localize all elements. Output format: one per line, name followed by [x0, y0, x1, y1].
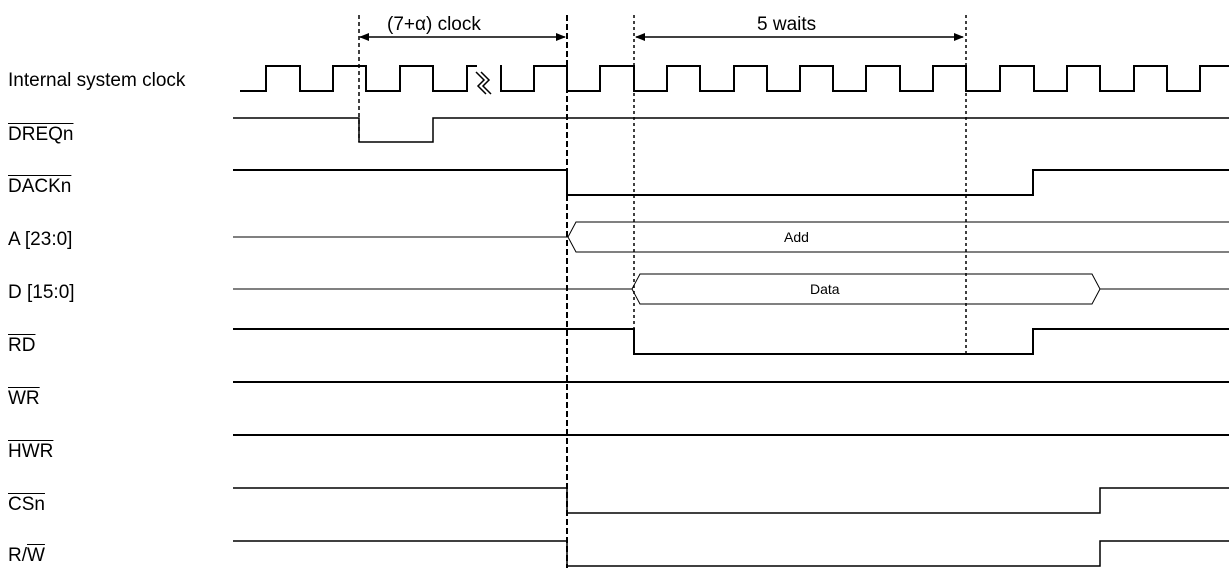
reference-lines	[358, 15, 967, 568]
clock-waveform	[240, 65, 1229, 92]
signal-label-dreqn: DREQn	[8, 124, 74, 145]
wait-span-annotation: 5 waits	[635, 14, 964, 41]
signal-label-address: A [23:0]	[8, 229, 73, 250]
signal-label-wr: WR	[8, 388, 40, 409]
rd-waveform	[233, 328, 1229, 355]
clock-span-annotation: (7+α) clock	[359, 14, 566, 41]
signal-label-dackn: DACKn	[8, 176, 72, 197]
dreq-waveform	[233, 117, 1229, 143]
address-bus-label: Add	[784, 229, 809, 245]
dack-waveform	[233, 169, 1229, 196]
wait-span-label: 5 waits	[757, 14, 816, 35]
signal-label-rw: R/W	[8, 545, 45, 566]
clock-span-label: (7+α) clock	[387, 14, 481, 35]
signal-label-clock: Internal system clock	[8, 70, 186, 91]
cs-waveform	[233, 487, 1229, 514]
signal-label-hwr: HWR	[8, 441, 54, 462]
data-bus-label: Data	[810, 281, 840, 297]
rw-waveform	[233, 540, 1229, 567]
address-bus-waveform	[233, 221, 1229, 253]
signal-label-data: D [15:0]	[8, 282, 75, 303]
data-bus-waveform	[233, 273, 1229, 305]
signal-label-rd: RD	[8, 335, 36, 356]
clock-break-mark	[475, 71, 492, 95]
signal-label-csn: CSn	[8, 494, 45, 515]
